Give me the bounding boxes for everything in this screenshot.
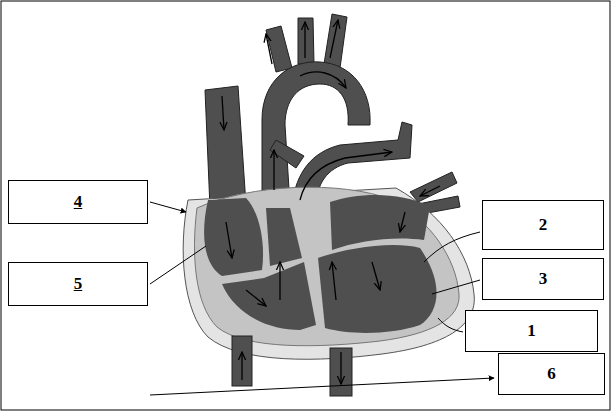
pericardium (183, 188, 474, 359)
aorta-stub (330, 348, 352, 396)
callout-box: 6 (498, 353, 605, 395)
callout-number: 2 (539, 215, 548, 235)
callout-number: 1 (527, 321, 536, 341)
flow-arrows (222, 20, 440, 384)
callout-number: 5 (74, 274, 83, 294)
callout-number: 4 (74, 192, 83, 212)
callout-box: 5 (8, 262, 148, 306)
vena-cava (232, 336, 252, 386)
callout-box: 4 (8, 180, 148, 224)
leader-lines (150, 202, 494, 395)
callout-number: 3 (539, 269, 548, 289)
vessels (205, 14, 460, 214)
callout-box: 3 (482, 258, 604, 300)
callout-box: 1 (465, 310, 598, 352)
heart-wall (194, 187, 459, 346)
callout-number: 6 (547, 364, 556, 384)
chambers (204, 195, 436, 333)
callout-box: 2 (482, 200, 604, 250)
